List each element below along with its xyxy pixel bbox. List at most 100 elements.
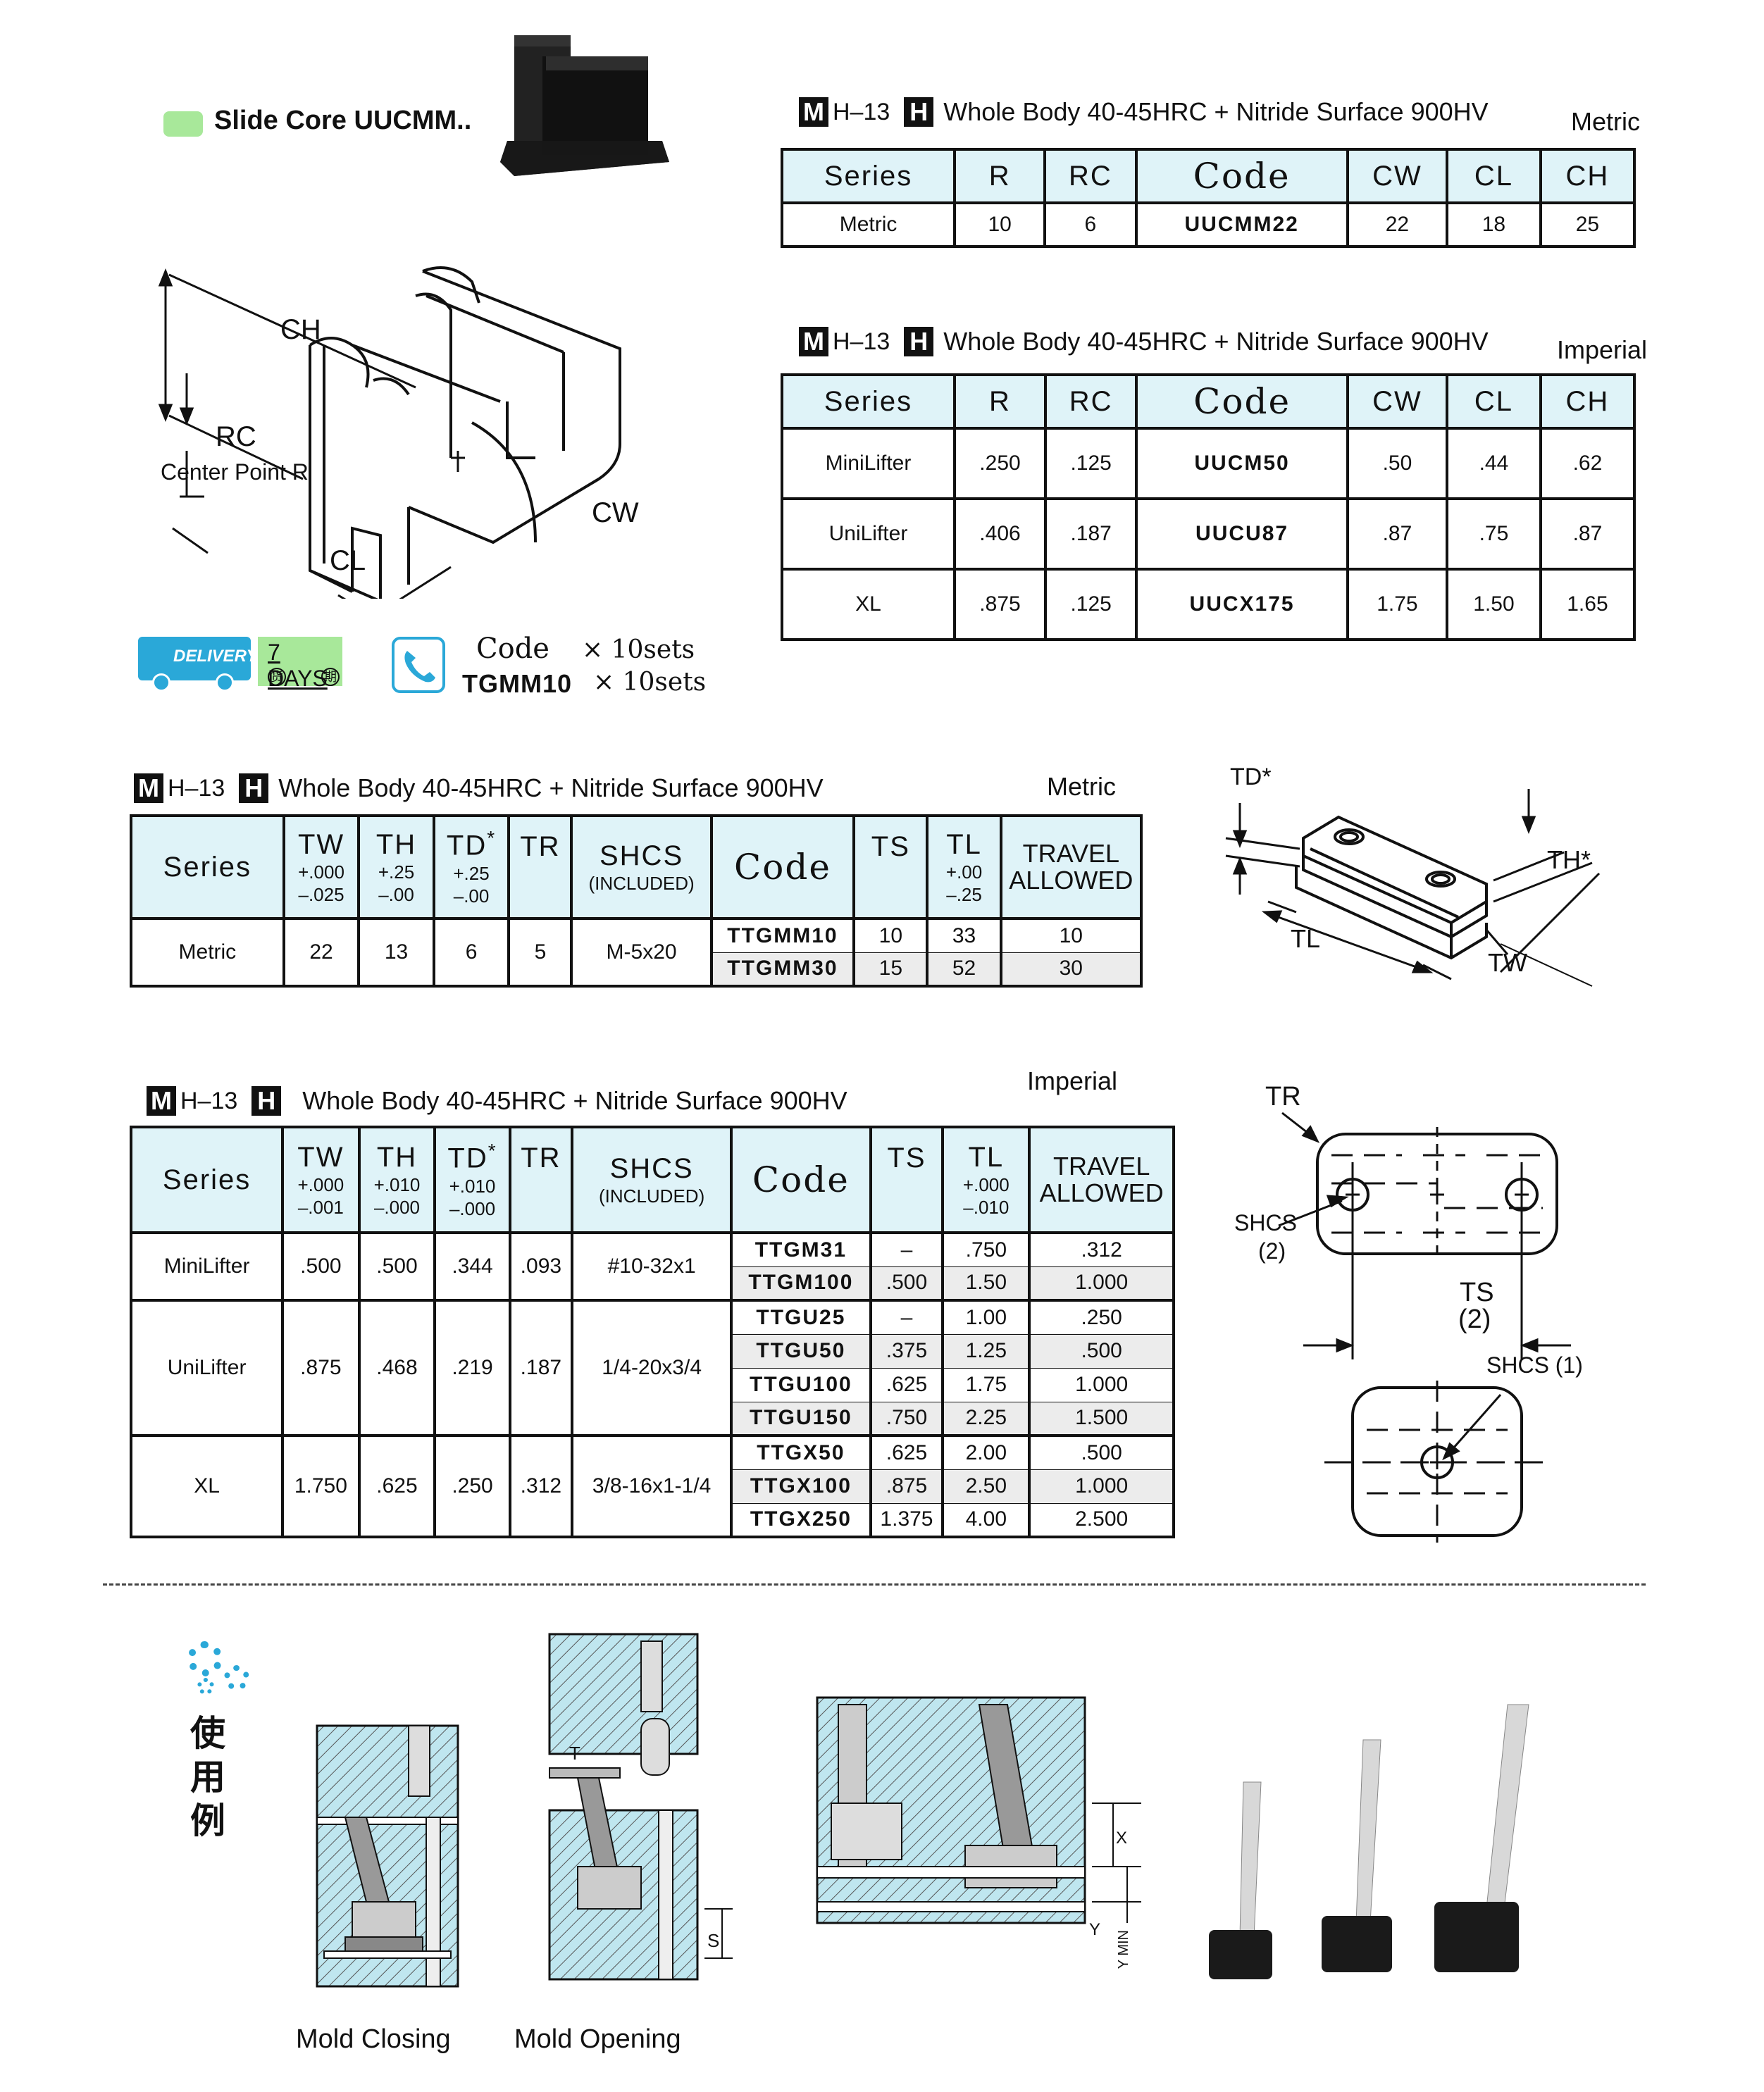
tol: +.000 — [297, 1173, 344, 1195]
col-ch: CH — [1539, 373, 1636, 430]
cell: M-5x20 — [570, 917, 713, 988]
cell: 1.500 — [1028, 1401, 1175, 1437]
usage-title-char: 使 — [190, 1713, 225, 1754]
tol: +.000 — [298, 861, 344, 883]
lifter-products-photo — [1209, 1704, 1529, 1979]
table-row: Metric 10 6 UUCMM22 22 18 25 — [780, 201, 1636, 248]
td-star: * — [487, 1140, 497, 1162]
cell: .250 — [952, 427, 1048, 500]
col-allowed-label: ALLOWED — [1039, 1178, 1164, 1207]
cell: 15 — [852, 952, 929, 988]
cell: 10 — [999, 917, 1143, 953]
cell: 1.000 — [1028, 1266, 1175, 1302]
core-imperial-unit: Imperial — [1557, 335, 1648, 364]
delivery-char-2: 期 — [321, 668, 340, 686]
order-qty-1: × 10sets — [582, 635, 695, 664]
opening-s: S — [707, 1930, 720, 1951]
col-tl: TL+.000–.010 — [941, 1126, 1031, 1234]
cell: .219 — [433, 1299, 511, 1437]
mark-m: M — [147, 1086, 176, 1116]
gib-diagram — [1225, 789, 1601, 987]
col-code: Code — [1135, 373, 1349, 430]
cell: 1/4-20x3/4 — [571, 1299, 733, 1437]
cell: 1.75 — [1346, 568, 1448, 641]
col-shcs: SHCS(INCLUDED) — [571, 1126, 733, 1234]
cell-series: Metric — [130, 917, 285, 988]
gears-icon — [187, 1641, 255, 1698]
cell: Metric — [780, 201, 957, 248]
cell-series: UniLifter — [129, 1299, 285, 1437]
cell: .125 — [1044, 427, 1138, 500]
cell: .187 — [1044, 497, 1138, 571]
cell: 10 — [852, 917, 929, 953]
table-row: TTGU100 .625 1.75 1.000 — [131, 1367, 1175, 1402]
cell: 1.000 — [1028, 1367, 1175, 1402]
cell: .500 — [281, 1231, 361, 1302]
dim-rc: RC — [216, 421, 256, 452]
tol: –.010 — [963, 1196, 1010, 1218]
truck-wheel-icon — [152, 673, 170, 692]
table-row: TTGX100 .875 2.50 1.000 — [131, 1469, 1175, 1504]
cell: .250 — [433, 1434, 511, 1538]
cell-code: UUCMM22 — [1134, 201, 1349, 248]
cell: .875 — [281, 1299, 361, 1437]
tgm-imperial-table: Series TW+.000–.001 TH+.010–.000 TD*+.01… — [129, 1126, 1175, 1538]
cell: .250 — [1028, 1299, 1175, 1335]
table-row: TTGU150 .750 2.25 1.500 — [131, 1401, 1175, 1437]
col-series: Series — [130, 814, 285, 920]
cell: .187 — [508, 1299, 574, 1437]
col-travel-label: TRAVEL — [1022, 839, 1119, 868]
cell: .625 — [869, 1434, 945, 1470]
col-cw: CW — [1346, 148, 1448, 204]
delivery-days-box: 7 DAYS 货 期 — [258, 637, 342, 691]
core-metric-header: M H–13 H Whole Body 40-45HRC + Nitride S… — [799, 97, 1489, 127]
col-allowed-label: ALLOWED — [1009, 866, 1133, 895]
core-metric-unit: Metric — [1571, 107, 1640, 136]
gib-td: TD* — [1230, 764, 1272, 790]
cell: 52 — [926, 952, 1002, 988]
col-code: Code — [709, 814, 856, 920]
col-cl: CL — [1445, 148, 1542, 204]
cell: 2.50 — [941, 1469, 1031, 1504]
col-rc: RC — [1043, 148, 1138, 204]
cell: .500 — [357, 1231, 437, 1302]
col-rc: RC — [1044, 373, 1138, 430]
cell: .312 — [1028, 1231, 1175, 1267]
col-td-label: TD — [447, 1142, 488, 1174]
gib-th: TH* — [1547, 845, 1591, 874]
col-ts: TS — [852, 814, 929, 920]
header-text: Whole Body 40-45HRC + Nitride Surface 90… — [943, 327, 1489, 356]
col-tl-label: TL — [968, 1141, 1005, 1173]
cell-code: TTGU50 — [730, 1333, 872, 1369]
header-hnum: H–13 — [833, 328, 890, 355]
section-y: Y — [1089, 1920, 1101, 1939]
cell-code: UUCU87 — [1135, 497, 1349, 571]
top-ts: TS — [1460, 1278, 1494, 1307]
table-row: UniLifter .875 .468 .219 .187 1/4-20x3/4… — [129, 1299, 1175, 1437]
top-shcs2: SHCS — [1234, 1210, 1297, 1235]
delivery-truck-icon: DELIVERY — [138, 637, 258, 692]
cell: 25 — [1539, 201, 1636, 248]
tgm-metric-header: M H–13 H Whole Body 40-45HRC + Nitride S… — [134, 773, 824, 803]
cell-code: UUCM50 — [1135, 427, 1349, 500]
col-th-label: TH — [375, 828, 417, 860]
core-imperial-table: Series R RC Code CW CL CH MiniLifter .25… — [781, 373, 1636, 641]
cell-code: TTGMM10 — [709, 917, 856, 953]
order-code: TGMM10 — [462, 669, 573, 698]
table-row: TTGX250 1.375 4.00 2.500 — [131, 1502, 1175, 1538]
gib-tw: TW — [1488, 948, 1527, 977]
col-td: TD*+.010–.000 — [433, 1126, 511, 1234]
col-ch: CH — [1539, 148, 1636, 204]
cell: .750 — [941, 1231, 1031, 1267]
cell-series: MiniLifter — [129, 1231, 285, 1302]
tol: +.00 — [945, 861, 983, 883]
cell: XL — [781, 568, 956, 641]
section-ymin: Y MIN — [1116, 1930, 1131, 1969]
col-series: Series — [780, 148, 957, 204]
cell: 10 — [953, 201, 1047, 248]
cell: .44 — [1445, 427, 1542, 500]
cell: 1.50 — [1445, 568, 1542, 641]
mark-h: H — [904, 97, 934, 127]
tol: –.025 — [298, 883, 344, 905]
cell: .875 — [869, 1469, 945, 1504]
